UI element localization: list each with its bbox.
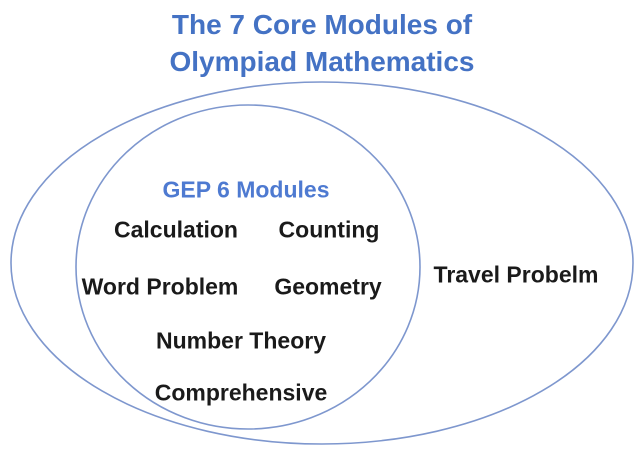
- inner-set-heading: GEP 6 Modules: [162, 176, 330, 203]
- module-label-calculation: Calculation: [114, 216, 238, 243]
- diagram-title: The 7 Core Modules of Olympiad Mathemati…: [0, 6, 644, 80]
- title-line-1: The 7 Core Modules of: [171, 9, 473, 40]
- module-label-number-theory: Number Theory: [156, 327, 326, 354]
- module-label-geometry: Geometry: [274, 273, 382, 300]
- outer-set-ellipse: [10, 81, 634, 445]
- inner-set-ellipse: [75, 104, 421, 430]
- module-label-word-problem: Word Problem: [81, 273, 239, 300]
- module-label-comprehensive: Comprehensive: [154, 379, 328, 406]
- module-label-counting: Counting: [278, 216, 380, 243]
- title-line-2: Olympiad Mathematics: [169, 46, 475, 77]
- module-label-travel-problem: Travel Probelm: [433, 261, 599, 288]
